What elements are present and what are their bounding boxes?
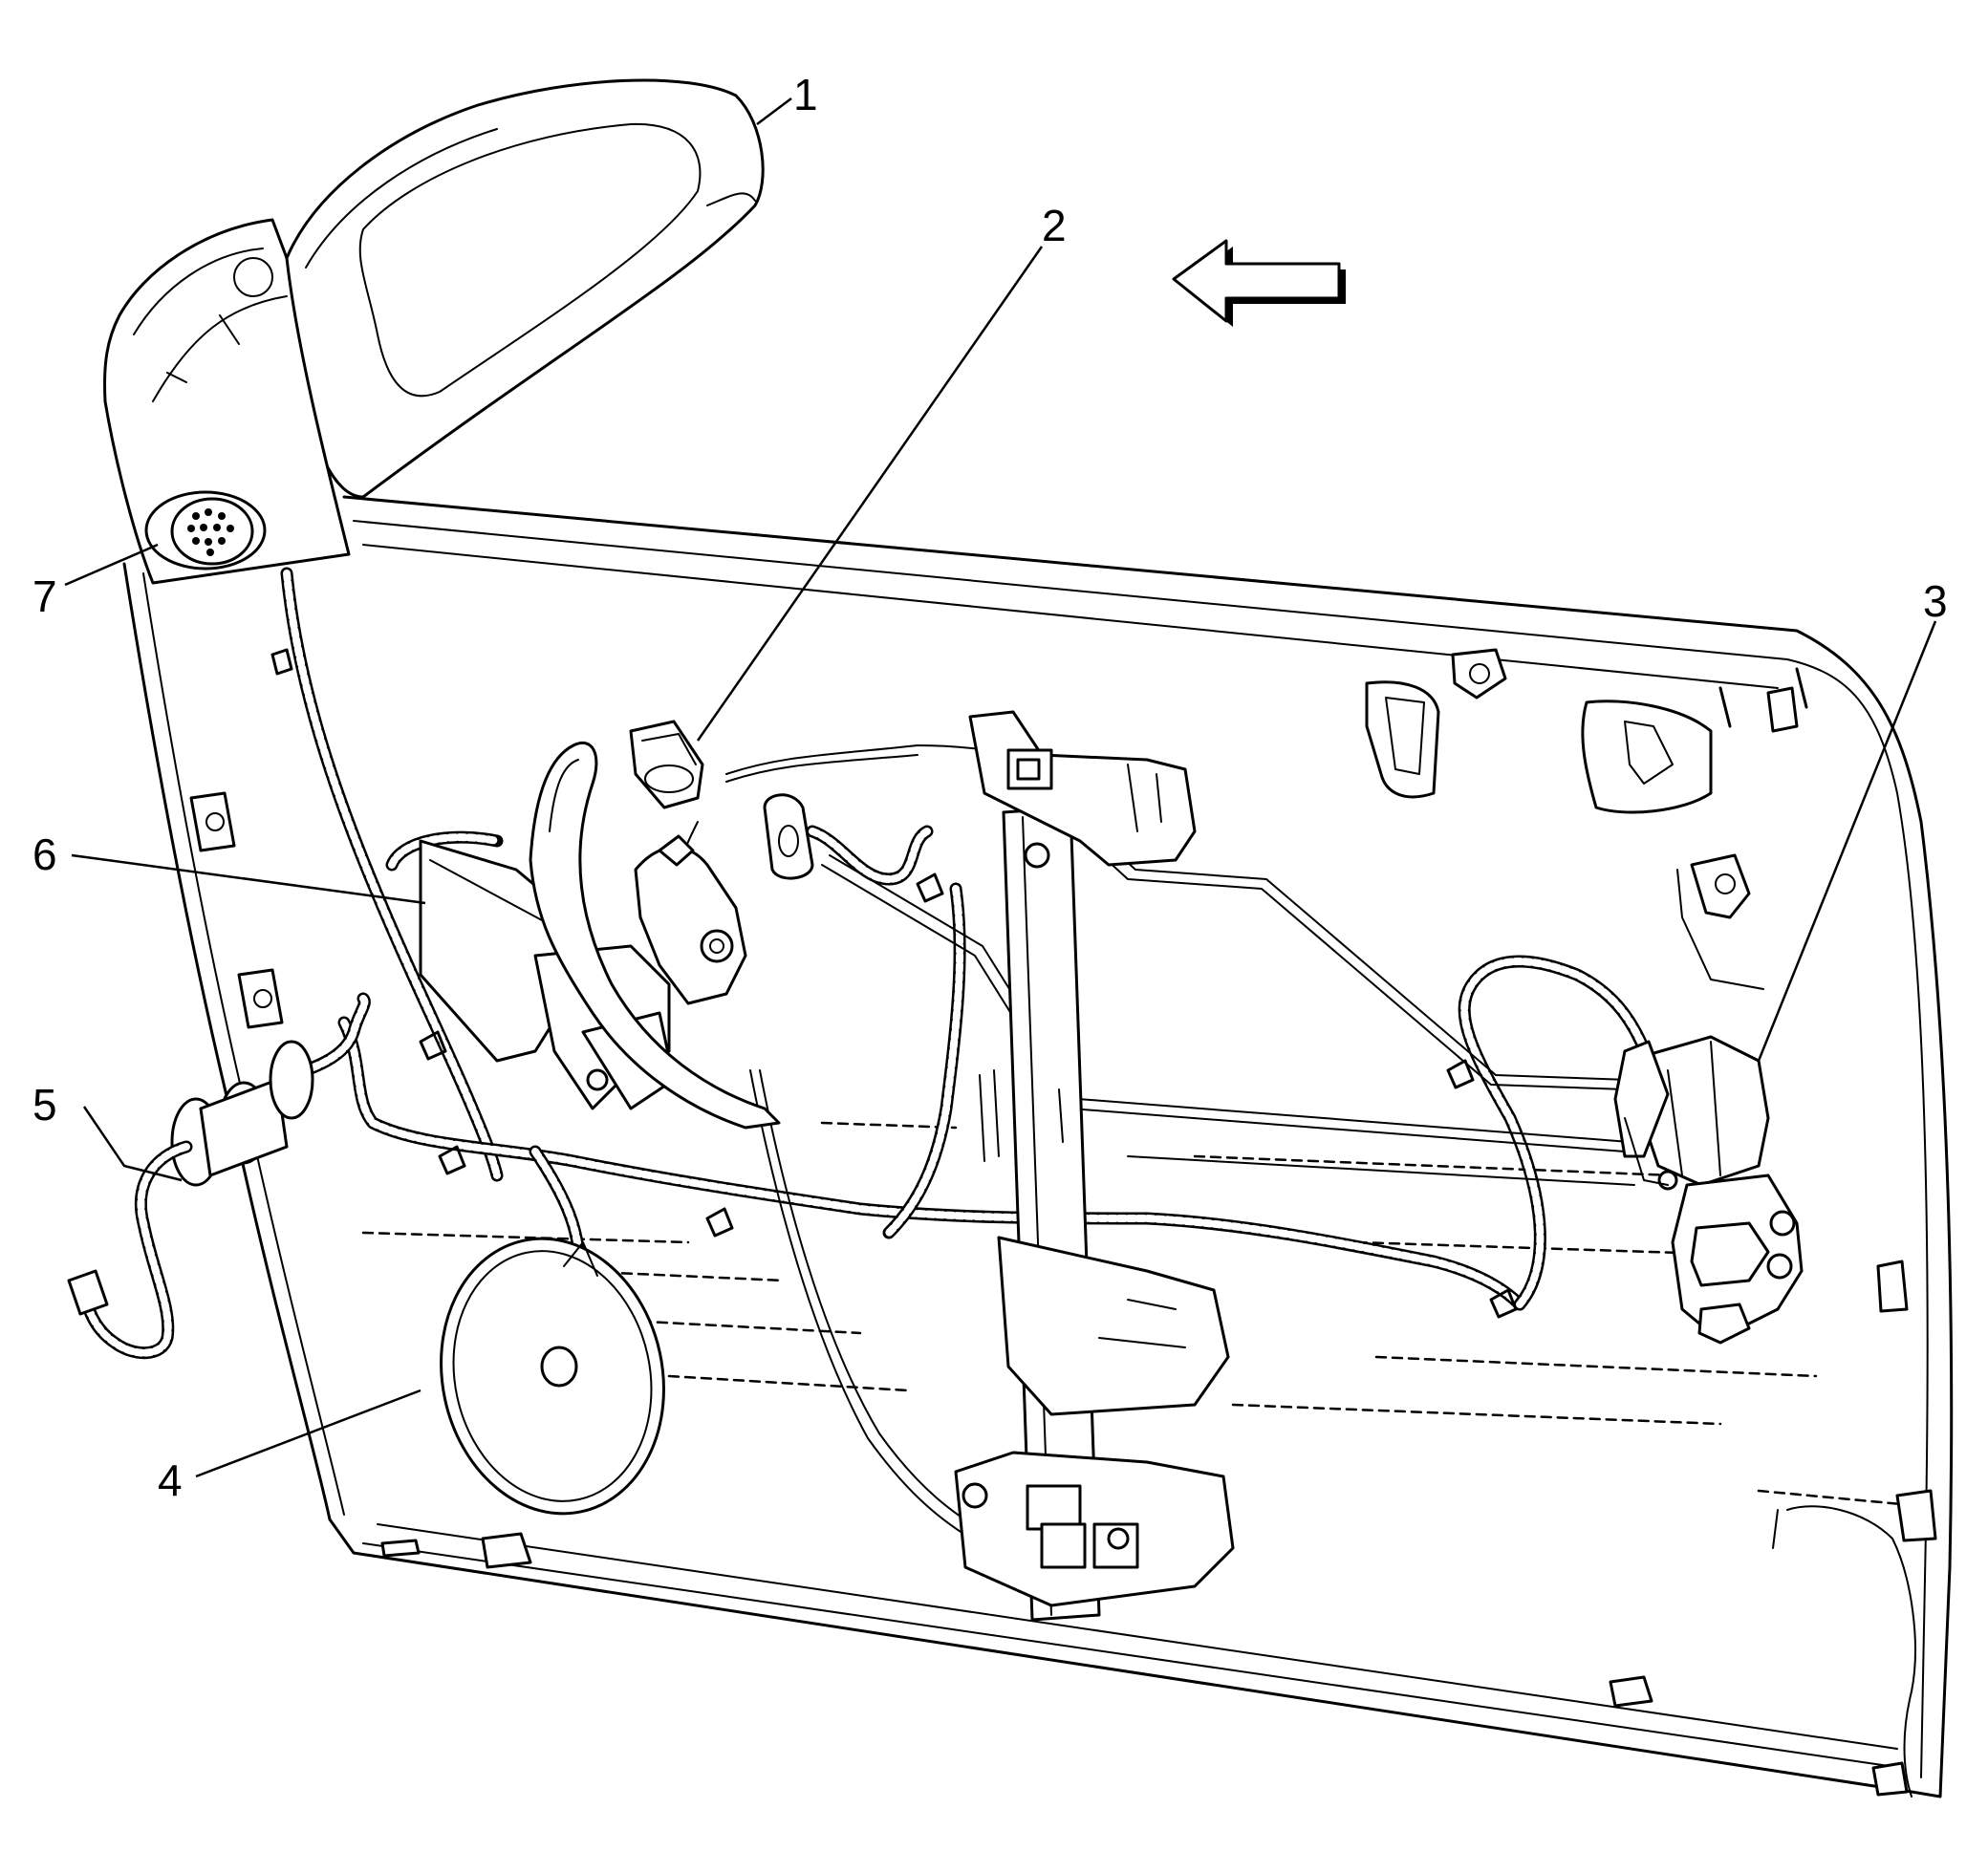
lock-connector [763,793,814,880]
door-wiring-harness [270,567,1916,1798]
callout-6: 6 [32,829,57,879]
door-inner-panel [122,495,1954,1798]
callout-3: 3 [1923,576,1948,626]
panel-surface-lines [361,1121,1913,1507]
inside-handle-pocket [1365,648,1764,990]
mirror-electrical-connector [144,490,267,571]
door-lock-actuator [1613,1035,1804,1345]
arrow-left-icon [1172,239,1346,327]
callout-5: 5 [32,1080,57,1130]
panel-clips [189,686,1937,1797]
callout-4: 4 [158,1455,183,1505]
callout-7: 7 [32,571,57,621]
callout-labels: 1 2 3 4 5 6 7 [32,70,1948,1505]
window-regulator-motor [419,742,781,1130]
outside-rearview-mirror [103,78,765,585]
door-speaker [440,1237,665,1516]
window-regulator [954,710,1235,1622]
callout-leaders [64,97,1937,1478]
callout-1: 1 [793,70,818,119]
door-harness-grommet [67,992,371,1360]
callout-2: 2 [1042,201,1067,250]
window-switch [629,720,704,809]
